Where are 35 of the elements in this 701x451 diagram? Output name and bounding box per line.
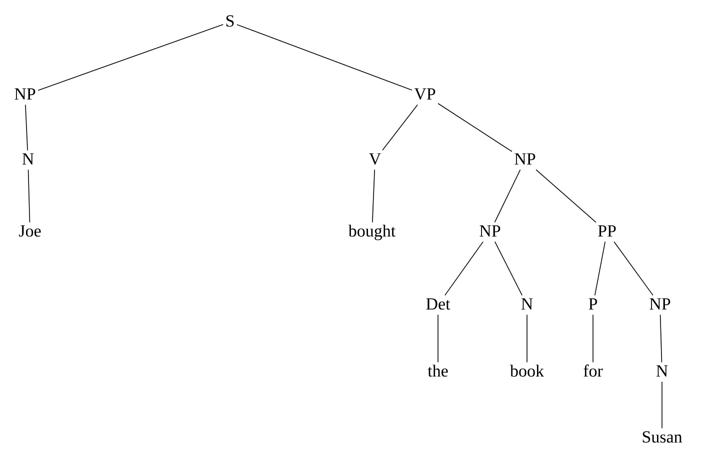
tree-branch	[594, 241, 606, 296]
tree-node-label: N	[22, 153, 34, 164]
tree-node-label: P	[588, 298, 598, 310]
tree-branch	[494, 241, 522, 296]
tree-branch	[236, 24, 412, 91]
tree-node-label: NP	[650, 298, 670, 310]
tree-node-label: bought	[348, 224, 396, 240]
tree-node-label: PP	[598, 225, 616, 236]
tree-node-label: for	[584, 364, 603, 377]
tree-node-label: S	[226, 15, 234, 27]
tree-branch	[438, 103, 512, 152]
tree-node-label: NP	[514, 153, 536, 164]
tree-branch	[372, 169, 375, 223]
tree-node-label: Joe	[19, 225, 41, 237]
tree-branch	[28, 169, 30, 223]
tree-node-label: N	[521, 298, 533, 310]
tree-node-label: Susan	[642, 431, 682, 443]
tree-node-label: N	[656, 365, 668, 376]
tree-branch	[660, 314, 662, 363]
tree-node-label: VP	[414, 88, 436, 100]
tree-branch	[38, 24, 224, 91]
tree-node-label: V	[369, 153, 381, 165]
tree-node-label: NP	[480, 225, 500, 236]
tree-node-label: Det	[426, 298, 450, 310]
tree-branch	[536, 169, 596, 223]
tree-branch	[614, 241, 654, 296]
tree-branch	[526, 314, 528, 363]
tree-node-label: NP	[14, 88, 36, 100]
tree-branch	[25, 104, 28, 151]
tree-node-label: the	[428, 364, 448, 377]
tree-branch	[382, 104, 418, 151]
tree-branch	[494, 169, 521, 223]
tree-branch	[444, 241, 484, 296]
tree-branch	[592, 314, 594, 363]
tree-node-label: book	[510, 364, 544, 377]
